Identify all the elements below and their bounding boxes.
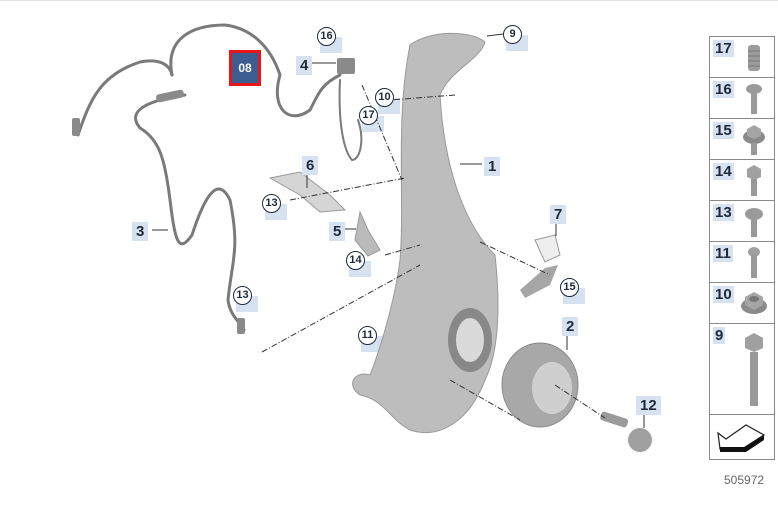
legend-item-15[interactable]: 15 bbox=[710, 119, 774, 160]
callout-15[interactable]: 15 bbox=[560, 278, 585, 304]
callout-17[interactable]: 17 bbox=[359, 106, 384, 132]
callout-16[interactable]: 16 bbox=[317, 27, 342, 53]
callout-13-bracket[interactable]: 13 bbox=[262, 194, 287, 220]
callout-2[interactable]: 2 bbox=[562, 317, 579, 336]
legend-label: 15 bbox=[713, 122, 734, 139]
fastener-legend: 17 16 15 14 13 11 10 9 bbox=[709, 36, 775, 460]
legend-item-13[interactable]: 13 bbox=[710, 201, 774, 242]
legend-label: 10 bbox=[713, 286, 734, 303]
legend-label: 16 bbox=[713, 81, 734, 98]
round-head-screw-icon bbox=[748, 247, 760, 278]
callout-1[interactable]: 1 bbox=[484, 157, 501, 176]
hex-flange-bolt-icon bbox=[743, 125, 765, 155]
legend-item-9[interactable]: 9 bbox=[710, 324, 774, 415]
legend-label: 9 bbox=[713, 327, 726, 344]
callout-5[interactable]: 5 bbox=[329, 222, 346, 241]
legend-label: 11 bbox=[713, 245, 733, 262]
legend-item-10[interactable]: 10 bbox=[710, 283, 774, 324]
callout-6[interactable]: 6 bbox=[302, 156, 319, 175]
legend-item-11[interactable]: 11 bbox=[710, 242, 774, 283]
hex-bolt-icon bbox=[747, 165, 761, 196]
threaded-insert-icon bbox=[748, 45, 760, 71]
callout-9[interactable]: 9 bbox=[503, 25, 528, 51]
torx-flange-bolt-icon bbox=[745, 208, 763, 237]
callout-13-sensor[interactable]: 13 bbox=[233, 286, 258, 312]
direction-arrow-icon bbox=[717, 424, 766, 452]
callout-10[interactable]: 10 bbox=[375, 88, 400, 114]
diagram-code: 505972 bbox=[724, 473, 765, 487]
legend-label: 17 bbox=[713, 40, 734, 57]
legend-label: 13 bbox=[713, 204, 734, 221]
legend-item-14[interactable]: 14 bbox=[710, 160, 774, 201]
legend-direction-arrow bbox=[710, 415, 774, 459]
callout-4[interactable]: 4 bbox=[296, 56, 313, 75]
callout-7[interactable]: 7 bbox=[550, 205, 567, 224]
callout-3[interactable]: 3 bbox=[132, 222, 149, 241]
callout-12[interactable]: 12 bbox=[636, 396, 661, 415]
exploded-view-drawing bbox=[72, 23, 652, 452]
highlighted-part-08[interactable]: 08 bbox=[229, 50, 261, 86]
legend-item-17[interactable]: 17 bbox=[710, 37, 774, 78]
top-divider bbox=[0, 0, 778, 1]
callout-14[interactable]: 14 bbox=[346, 251, 371, 277]
callout-11[interactable]: 11 bbox=[358, 326, 383, 352]
legend-item-16[interactable]: 16 bbox=[710, 78, 774, 119]
hex-nut-icon bbox=[741, 292, 767, 314]
legend-label: 14 bbox=[713, 163, 734, 180]
parts-diagram: 08 1 2 3 4 5 6 7 9 10 11 12 13 13 14 15 … bbox=[72, 23, 661, 452]
torx-bolt-icon bbox=[746, 84, 762, 114]
long-hex-bolt-icon bbox=[745, 333, 763, 406]
